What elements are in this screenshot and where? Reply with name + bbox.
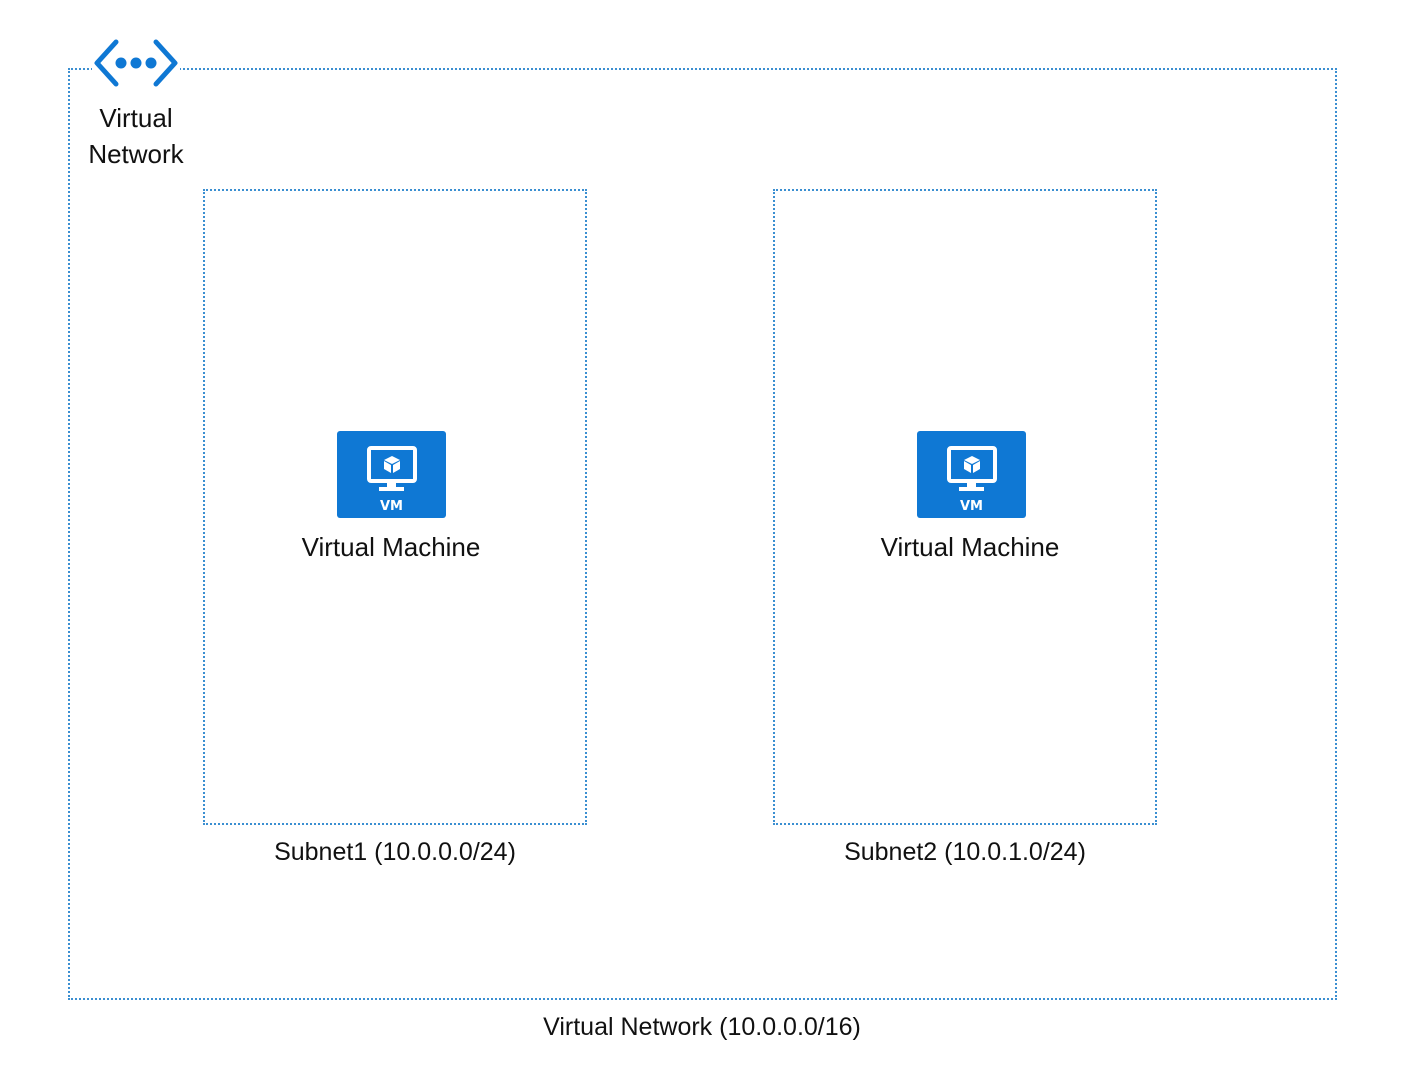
vm-name: Virtual Machine [301, 532, 481, 562]
virtual-network-icon [92, 38, 180, 88]
virtual-network-icon-title: Virtual Network [70, 100, 202, 172]
virtual-network-title-line: Virtual [99, 103, 173, 133]
subnet2-boundary [773, 189, 1157, 825]
subnet2-label: Subnet2 (10.0.1.0/24) [844, 838, 1086, 866]
vm-tag: VM [380, 499, 403, 514]
vm-name: Virtual Machine [880, 532, 1060, 562]
vm-tag: VM [960, 499, 983, 514]
vm-icon: VM [337, 431, 446, 518]
virtual-network-boundary [68, 68, 1337, 1000]
vm-icon: VM [917, 431, 1026, 518]
subnet1-label: Subnet1 (10.0.0.0/24) [274, 838, 516, 866]
virtual-network-label: Virtual Network (10.0.0.0/16) [543, 1013, 861, 1041]
virtual-network-title-line: Network [88, 139, 184, 169]
subnet1-boundary [203, 189, 587, 825]
